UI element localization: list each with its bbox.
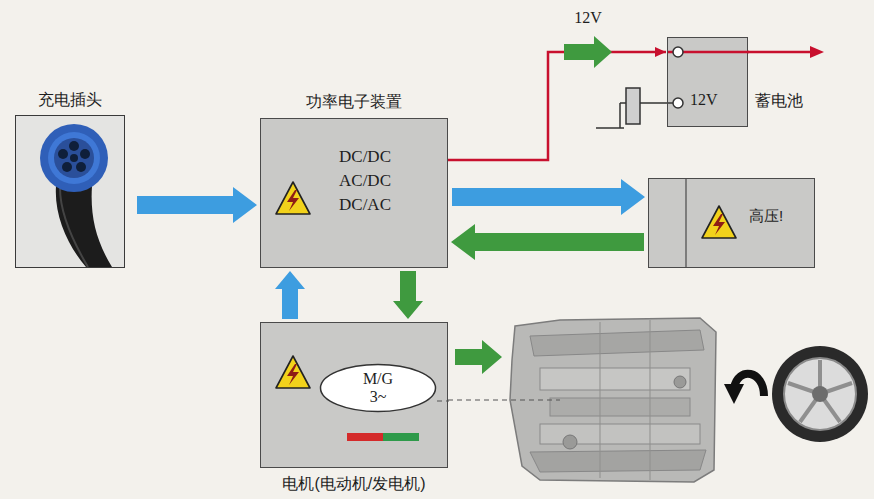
flow-arrow bbox=[393, 271, 423, 319]
transmission-illustration-part bbox=[540, 368, 690, 390]
output-wire-part bbox=[810, 46, 824, 58]
node-heading: 功率电子装置 bbox=[261, 92, 447, 112]
flow-arrow-shape bbox=[452, 179, 645, 215]
drive-arrow bbox=[455, 340, 502, 374]
drive-arrow-part bbox=[455, 340, 502, 374]
transmission-illustration-part bbox=[650, 320, 651, 480]
warning-symbol-part bbox=[713, 214, 725, 235]
plug-illustration-part bbox=[48, 132, 100, 184]
shaft-line bbox=[448, 400, 560, 401]
transmission-illustration-part bbox=[600, 322, 601, 478]
warning-symbol bbox=[702, 206, 736, 238]
output-wire bbox=[748, 46, 824, 58]
plug-illustration-part bbox=[69, 141, 79, 151]
node-label: 高压! bbox=[749, 206, 783, 226]
warning-symbol bbox=[276, 182, 310, 214]
battery-terminals-part bbox=[673, 47, 683, 57]
hv-decor bbox=[649, 179, 814, 267]
warning-layer bbox=[261, 119, 447, 267]
motor-decor-part bbox=[347, 433, 383, 441]
plug-illustration-part bbox=[60, 188, 88, 267]
warning-symbol-part bbox=[287, 364, 299, 385]
power-electronics-box: 功率电子装置DC/DC AC/DC DC/AC bbox=[260, 118, 448, 268]
flow-arrow-shape bbox=[393, 271, 423, 319]
high-voltage-battery-box: 高压! bbox=[648, 178, 815, 268]
voltage-direction-arrow bbox=[564, 36, 612, 68]
flow-arrow-shape bbox=[275, 271, 305, 319]
plug-illustration-part bbox=[70, 154, 78, 162]
warning-symbol-part bbox=[276, 356, 310, 388]
power-wire bbox=[448, 36, 666, 160]
warning-symbol-part bbox=[287, 190, 299, 211]
node-heading: 电机(电动机/发电机) bbox=[231, 474, 477, 494]
wheel-illustration-part bbox=[772, 346, 868, 442]
warning-symbol-part bbox=[276, 182, 310, 214]
shaft-line-part bbox=[448, 399, 560, 400]
plug-illustration-part bbox=[62, 162, 72, 172]
motor-decor-part bbox=[383, 433, 419, 441]
relay-symbol-part bbox=[596, 127, 624, 129]
battery-box: 12V蓄电池 bbox=[667, 37, 748, 127]
plug-illustration-part bbox=[40, 124, 108, 192]
wheel-illustration-part bbox=[812, 386, 828, 402]
relay-symbol-part bbox=[626, 88, 640, 124]
plug-illustration bbox=[16, 116, 124, 267]
output-wire-part bbox=[748, 51, 812, 54]
wire-head bbox=[655, 47, 666, 57]
battery-terminals-part bbox=[673, 98, 683, 108]
warning-symbol-part bbox=[702, 206, 736, 238]
motor-box: 电机(电动机/发电机)M/G 3~ bbox=[260, 322, 448, 468]
flow-arrow bbox=[451, 224, 644, 260]
wheel-illustration-part bbox=[784, 358, 856, 430]
wheel-illustration bbox=[772, 346, 868, 442]
transmission-illustration-part bbox=[530, 450, 706, 472]
wheel-illustration-part bbox=[788, 360, 852, 422]
edge-label: 12V bbox=[574, 8, 602, 28]
relay-symbol-part bbox=[640, 102, 667, 104]
hv-decor-part bbox=[685, 179, 686, 267]
flow-arrow bbox=[452, 179, 645, 215]
rotation-arrow bbox=[724, 374, 764, 404]
plug-illustration-part bbox=[56, 186, 112, 267]
ellipse-shape-part bbox=[321, 365, 436, 412]
transmission-illustration-part bbox=[563, 435, 577, 449]
wire-line bbox=[448, 52, 666, 160]
relay-symbol bbox=[596, 88, 667, 128]
battery-terminals bbox=[668, 38, 747, 126]
plug-illustration-part bbox=[54, 138, 94, 178]
node-heading: 蓄电池 bbox=[755, 91, 803, 111]
motor-symbol-text: M/G 3~ bbox=[356, 370, 400, 406]
warning-symbol bbox=[276, 356, 310, 388]
motor-decor-part bbox=[437, 400, 449, 401]
relay-symbol-part bbox=[619, 103, 621, 128]
motor-ellipse: M/G 3~ bbox=[319, 363, 437, 413]
plug-illustration-part bbox=[80, 149, 90, 159]
node-heading: 充电插头 bbox=[0, 90, 144, 110]
transmission-illustration-part bbox=[530, 330, 704, 356]
voltage-label: 12V bbox=[690, 90, 718, 110]
rotation-arrow-part bbox=[724, 384, 744, 404]
plug-illustration-part bbox=[16, 116, 124, 267]
transmission-illustration-part bbox=[550, 398, 690, 416]
flow-arrow bbox=[137, 187, 257, 223]
relay-symbol-part bbox=[620, 102, 626, 104]
charging-plug: 充电插头 bbox=[15, 115, 125, 268]
converter-types: DC/DC AC/DC DC/AC bbox=[333, 145, 397, 217]
flow-arrow bbox=[275, 271, 305, 319]
plug-illustration-part bbox=[58, 149, 68, 159]
flow-arrow-shape bbox=[451, 224, 644, 260]
flow-arrow-shape bbox=[137, 187, 257, 223]
plug-illustration-part bbox=[76, 162, 86, 172]
transmission-illustration-part bbox=[674, 376, 686, 388]
